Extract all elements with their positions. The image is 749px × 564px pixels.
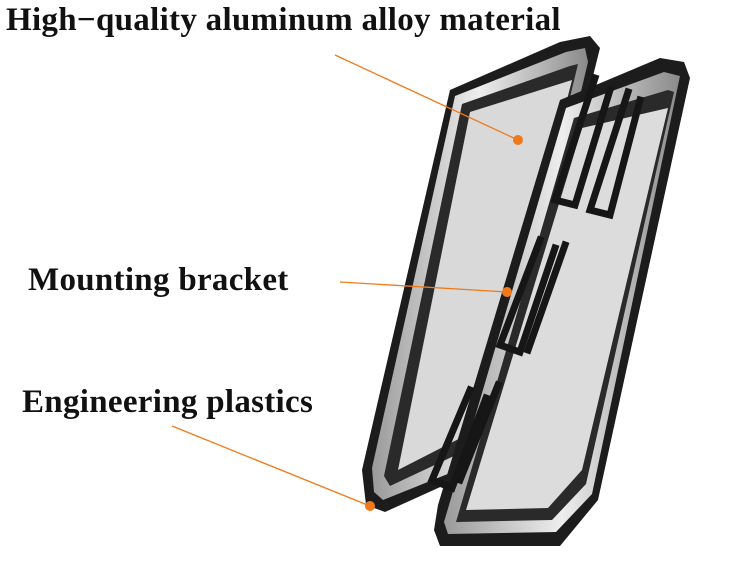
aluminum-alloy-label: High−quality aluminum alloy material — [6, 2, 561, 38]
mounting-bracket-label: Mounting bracket — [28, 262, 289, 298]
running-board-left — [362, 36, 600, 512]
mounting-brackets — [427, 73, 645, 493]
engineering-plastics-label: Engineering plastics — [22, 384, 314, 420]
annotation-pointers — [171, 54, 523, 511]
running-board-right — [434, 58, 690, 546]
